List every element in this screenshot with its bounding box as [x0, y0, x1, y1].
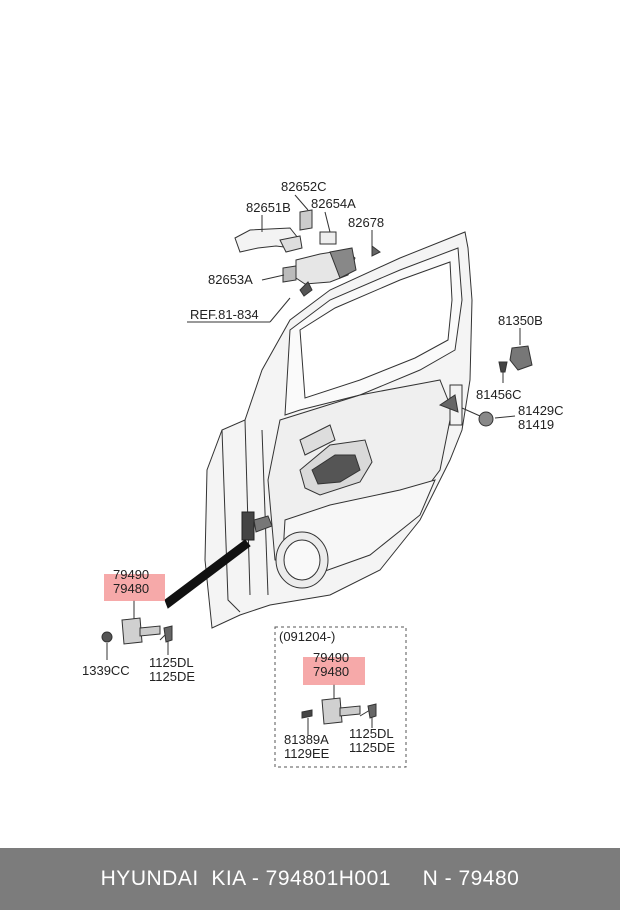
- callout-81350b: 81350B: [498, 313, 543, 328]
- callout-1125dl-main: 1125DL: [149, 655, 194, 670]
- callout-1129ee: 1129EE: [284, 746, 330, 761]
- callout-81419: 81419: [518, 417, 555, 432]
- callout-1125de-main: 1125DE: [149, 669, 196, 684]
- callout-79480-main: 79480: [113, 581, 150, 596]
- part-number-caption: HYUNDAI KIA - 794801H001 N - 79480: [100, 867, 520, 890]
- callout-ref: REF.81-834: [190, 307, 259, 322]
- callout-81456c: 81456C: [476, 387, 522, 402]
- callout-81429c: 81429C: [518, 403, 564, 418]
- checker-mount: [241, 511, 255, 541]
- inset-box: [274, 626, 407, 768]
- callout-1339cc: 1339CC: [82, 663, 130, 678]
- inset-date-label: (091204-): [279, 629, 336, 644]
- checker-link: [164, 539, 251, 609]
- door-parts-diagram: [101, 194, 533, 768]
- callout-82678: 82678: [348, 215, 385, 230]
- callout-82653a: 82653A: [208, 272, 253, 287]
- callout-82654a: 82654A: [311, 196, 356, 211]
- callout-1125de-inset: 1125DE: [349, 740, 396, 755]
- callout-81389a: 81389A: [284, 732, 329, 747]
- callout-1125dl-inset: 1125DL: [349, 726, 394, 741]
- highlight-79480-inset: [303, 657, 365, 685]
- callout-79490-main: 79490: [113, 567, 150, 582]
- callout-82652c: 82652C: [281, 179, 327, 194]
- callout-79490-inset: 79490: [313, 650, 350, 665]
- door-checker: [121, 617, 143, 645]
- footer-bar: HYUNDAI KIA - 794801H001 N - 79480: [0, 848, 620, 910]
- callout-79480-inset: 79480: [313, 664, 350, 679]
- inset-checker: [321, 697, 343, 725]
- callout-82651b: 82651B: [246, 200, 291, 215]
- highlight-79480-main: [104, 574, 165, 601]
